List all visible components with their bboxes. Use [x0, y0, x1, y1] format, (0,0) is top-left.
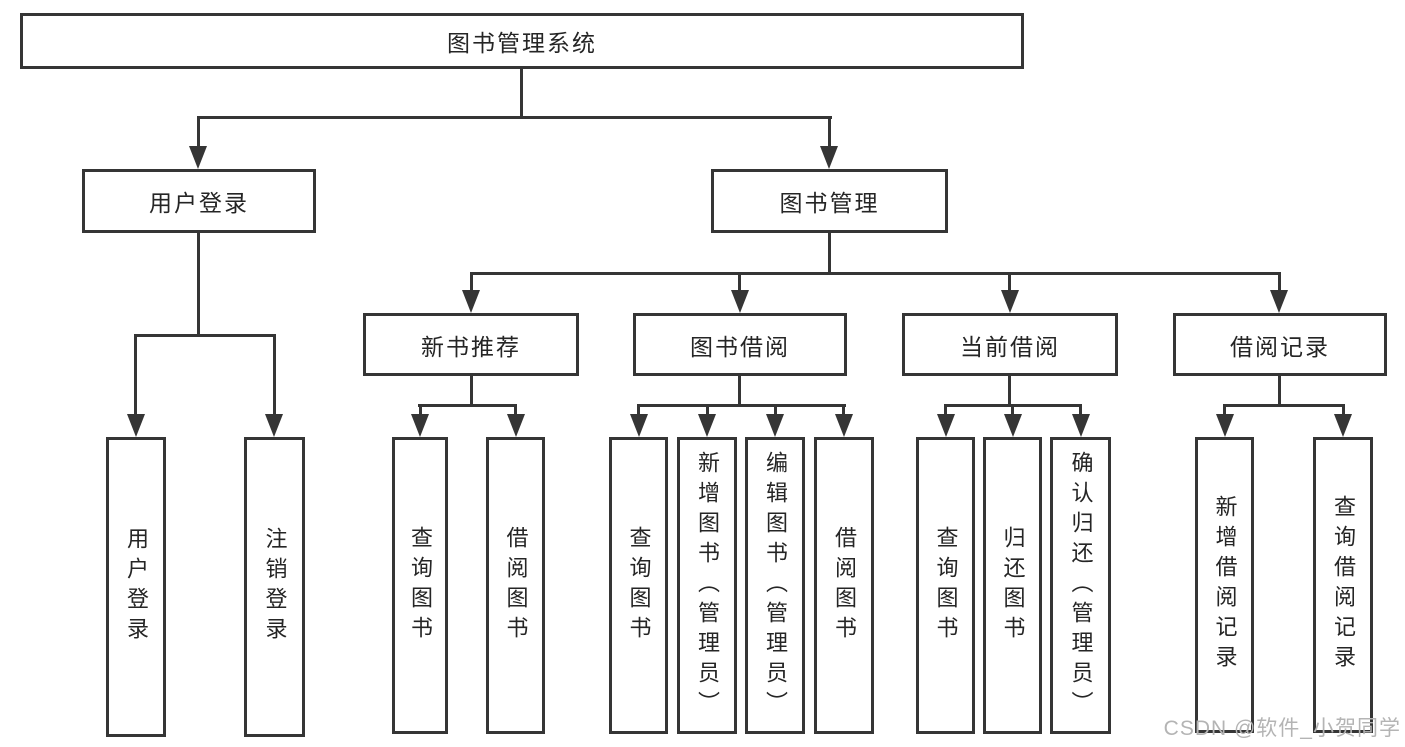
node-label: 当前借阅: [960, 333, 1060, 360]
connector-borrow-record-bar: [1223, 404, 1345, 407]
leaf-add-borrow-record: 新增借阅记录: [1195, 437, 1254, 733]
connector-leaf-stem: [419, 404, 422, 418]
arrow-down-icon: [820, 146, 838, 169]
arrow-down-icon: [462, 290, 480, 313]
leaf-logout: 注销登录: [244, 437, 305, 737]
node-user-login: 用户登录: [82, 169, 316, 233]
connector-leaf-stem: [514, 404, 517, 418]
connector-leaf-stem: [1011, 404, 1014, 418]
leaf-query-borrow-record: 查询借阅记录: [1313, 437, 1373, 733]
node-library-management-system: 图书管理系统: [20, 13, 1024, 69]
arrow-down-icon: [1004, 414, 1022, 437]
leaf-label: 借阅图书: [832, 525, 857, 646]
arrow-down-icon: [127, 414, 145, 437]
connector-leaf-stem: [944, 404, 947, 418]
node-new-book-recommend: 新书推荐: [363, 313, 579, 376]
connector-level2-bar: [470, 272, 1281, 275]
leaf-label: 新增借阅记录: [1212, 495, 1238, 675]
leaf-add-book-admin: 新增图书（管理员）: [677, 437, 737, 734]
node-label: 图书管理: [779, 190, 880, 216]
connector-leaf-stem: [1342, 404, 1345, 418]
leaf-user-login: 用户登录: [106, 437, 166, 737]
leaf-query-book-recommend: 查询图书: [392, 437, 448, 734]
connector-new-book-bar: [418, 404, 517, 407]
connector-to-current-borrow: [1008, 272, 1011, 294]
csdn-watermark: CSDN @软件_小贺同学: [1163, 717, 1401, 740]
connector-leaf-stem: [1079, 404, 1082, 418]
arrow-down-icon: [630, 414, 648, 437]
leaf-label: 归还图书: [1000, 525, 1026, 646]
arrow-down-icon: [1216, 414, 1234, 437]
leaf-label: 借阅图书: [503, 525, 529, 646]
leaf-label: 查询图书: [408, 525, 433, 646]
leaf-confirm-return-admin: 确认归还（管理员）: [1050, 437, 1111, 734]
connector-borrow-record-stem: [1278, 376, 1281, 407]
connector-to-borrow-record: [1278, 272, 1281, 294]
leaf-label: 确认归还（管理员）: [1068, 450, 1094, 721]
connector-level1-bar: [197, 116, 832, 119]
connector-leaf-stem: [637, 404, 640, 418]
leaf-return-book: 归还图书: [983, 437, 1042, 734]
connector-new-book-stem: [470, 376, 473, 407]
connector-current-borrow-stem: [1008, 376, 1011, 407]
arrow-down-icon: [835, 414, 853, 437]
arrow-down-icon: [698, 414, 716, 437]
connector-to-leaf-logout: [273, 334, 276, 415]
node-label: 图书借阅: [690, 333, 790, 360]
leaf-query-book-current: 查询图书: [916, 437, 975, 734]
connector-leaf-stem: [842, 404, 845, 418]
leaf-edit-book-admin: 编辑图书（管理员）: [745, 437, 805, 734]
connector-book-borrow-stem: [738, 376, 741, 407]
leaf-label: 查询图书: [626, 525, 652, 646]
node-current-borrow: 当前借阅: [902, 313, 1118, 376]
leaf-label: 查询借阅记录: [1331, 495, 1356, 675]
arrow-down-icon: [766, 414, 784, 437]
leaf-label: 编辑图书（管理员）: [763, 450, 788, 721]
arrow-down-icon: [1001, 290, 1019, 313]
connector-leaf-stem: [774, 404, 777, 418]
connector-to-new-book: [470, 272, 473, 294]
connector-leaf-stem: [706, 404, 709, 418]
node-label: 图书管理系统: [447, 30, 597, 56]
arrow-down-icon: [265, 414, 283, 437]
arrow-down-icon: [1270, 290, 1288, 313]
arrow-down-icon: [1334, 414, 1352, 437]
connector-to-user-login: [197, 116, 200, 148]
connector-book-mgmt-stem: [828, 233, 831, 275]
node-book-borrow: 图书借阅: [633, 313, 847, 376]
node-label: 新书推荐: [421, 333, 521, 360]
arrow-down-icon: [507, 414, 525, 437]
connector-book-borrow-bar: [637, 404, 846, 407]
arrow-down-icon: [731, 290, 749, 313]
connector-leaf-stem: [1223, 404, 1226, 418]
leaf-label: 注销登录: [262, 527, 288, 647]
arrow-down-icon: [411, 414, 429, 437]
arrow-down-icon: [189, 146, 207, 169]
arrow-down-icon: [937, 414, 955, 437]
leaf-borrow-book: 借阅图书: [814, 437, 874, 734]
connector-to-book-management: [828, 116, 831, 148]
leaf-query-book-borrow: 查询图书: [609, 437, 668, 734]
node-label: 借阅记录: [1230, 333, 1330, 360]
connector-user-login-bar: [134, 334, 276, 337]
leaf-label: 查询图书: [933, 525, 959, 646]
node-book-management: 图书管理: [711, 169, 948, 233]
connector-to-book-borrow: [738, 272, 741, 294]
leaf-label: 用户登录: [124, 527, 149, 647]
connector-to-leaf-user-login: [134, 334, 137, 415]
connector-user-login-stem: [197, 233, 200, 337]
leaf-borrow-book-recommend: 借阅图书: [486, 437, 545, 734]
arrow-down-icon: [1072, 414, 1090, 437]
node-borrow-record: 借阅记录: [1173, 313, 1387, 376]
connector-root-stem: [520, 69, 523, 119]
leaf-label: 新增图书（管理员）: [695, 450, 720, 721]
node-label: 用户登录: [149, 190, 249, 216]
